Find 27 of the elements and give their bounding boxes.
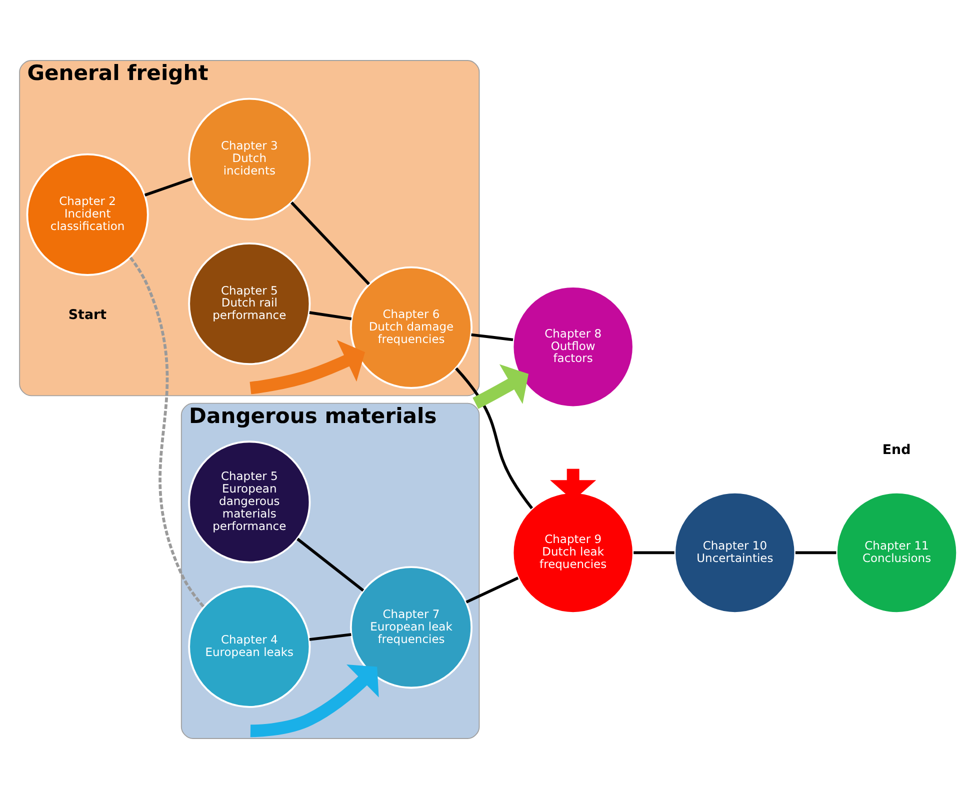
connector (144, 177, 193, 196)
connector (634, 551, 674, 554)
connector (129, 256, 205, 608)
node-label: End (882, 442, 911, 458)
connector (455, 367, 534, 510)
arrow (250, 340, 366, 394)
connector (309, 633, 352, 641)
node-circle: Chapter 6 Dutch damage frequencies (350, 266, 473, 389)
node-label: Start (68, 308, 106, 323)
node-circle: Chapter 5 European dangerous materials performance (188, 440, 311, 564)
connector (466, 576, 519, 604)
node-circle: Chapter 11 Conclusions (835, 491, 958, 614)
connector (309, 311, 352, 320)
node-circle: Chapter 7 European leak frequencies (350, 566, 473, 689)
node-circle: Chapter 4 European leaks (188, 585, 311, 708)
node-circle: Chapter 2 Incident classification (26, 153, 149, 276)
node-circle: Chapter 3 Dutch incidents (188, 98, 311, 220)
node-circle: Chapter 8 Outflow factors (512, 286, 634, 408)
connector (290, 202, 370, 286)
node-circle: Chapter 9 Dutch leak frequencies (512, 491, 634, 614)
arrow (472, 364, 529, 409)
arrow (250, 664, 379, 738)
connector (471, 333, 514, 342)
node-circle: Chapter 5 Dutch rail performance (188, 242, 311, 366)
node-circle: Chapter 10 Uncertainties (674, 491, 796, 614)
connector (795, 551, 836, 554)
connector (296, 538, 364, 592)
